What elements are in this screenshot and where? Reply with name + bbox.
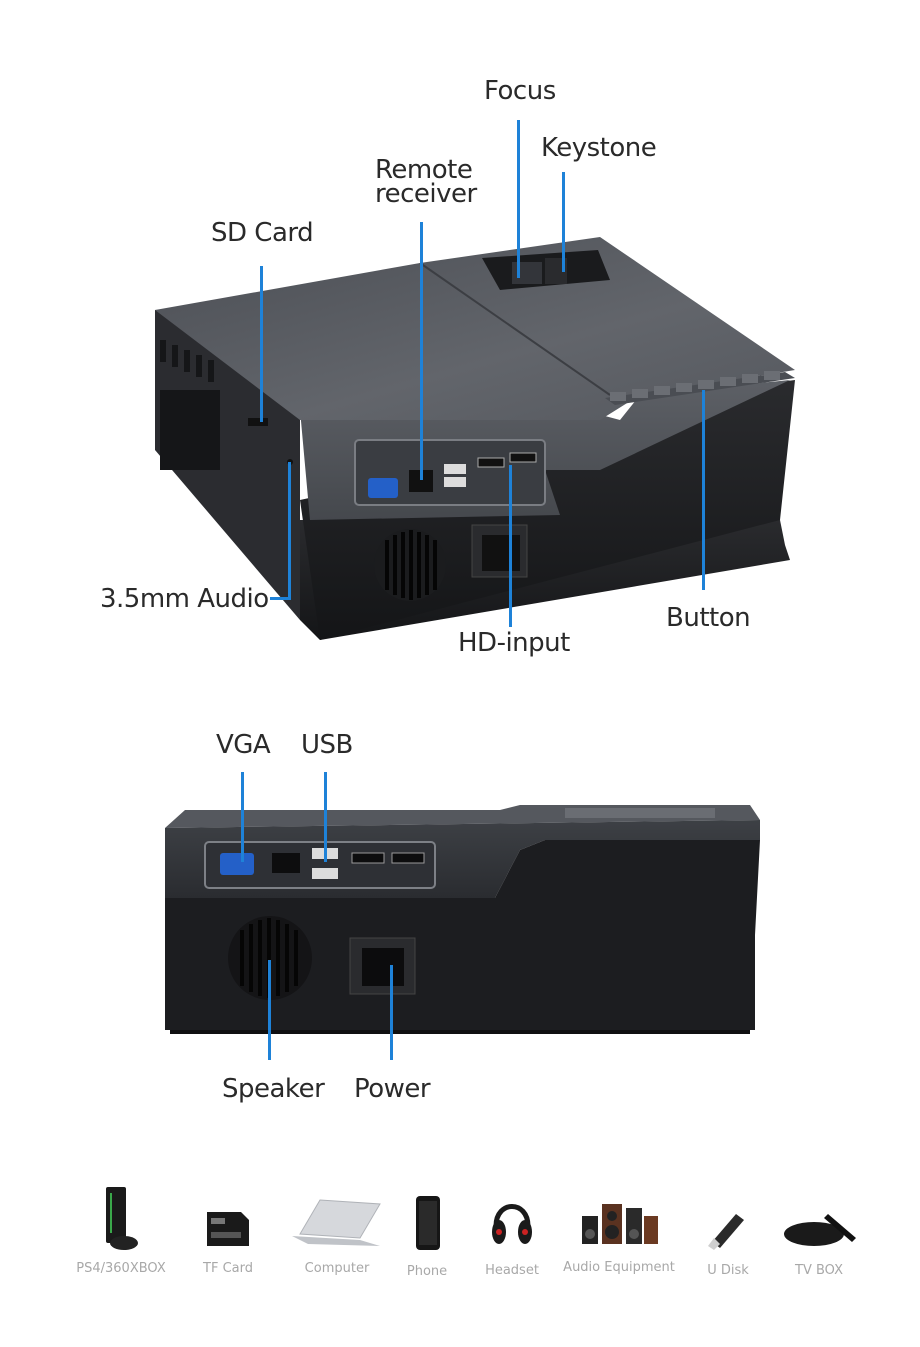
projector-top-illustration [155, 237, 795, 640]
device-label-computer: Computer [304, 1261, 370, 1276]
label-usb: USB [301, 730, 353, 760]
callout-line-usb [324, 772, 327, 862]
callout-line-audio-v [288, 462, 291, 600]
callout-line-sd-card [260, 266, 263, 422]
callout-line-keystone [562, 172, 565, 272]
device-label-headset: Headset [485, 1263, 539, 1278]
projector-rear-illustration [165, 805, 760, 1034]
label-sd-card: SD Card [211, 218, 314, 248]
device-label-audio-equipment: Audio Equipment [563, 1260, 675, 1275]
callout-line-remote-receiver [420, 222, 423, 480]
callout-line-speaker [268, 960, 271, 1060]
tv-box-icon [784, 1214, 856, 1246]
device-label-u-disk: U Disk [707, 1263, 749, 1278]
label-remote-receiver-line2: receiver [375, 179, 477, 209]
device-label-phone: Phone [406, 1264, 448, 1279]
usb-drive-icon [708, 1214, 744, 1250]
callout-line-vga [241, 772, 244, 862]
headset-icon [492, 1204, 532, 1244]
callout-line-button [702, 390, 705, 590]
game-console-icon [106, 1187, 138, 1250]
label-speaker: Speaker [222, 1074, 325, 1104]
label-focus: Focus [484, 76, 556, 106]
device-label-tv-box: TV BOX [795, 1263, 843, 1278]
tf-card-icon [207, 1212, 249, 1246]
callout-line-power [390, 965, 393, 1060]
callout-line-focus [517, 120, 520, 278]
callout-line-hd-input [509, 465, 512, 627]
label-vga: VGA [216, 730, 271, 760]
label-remote-receiver-line1: Remote [375, 155, 473, 185]
label-button: Button [666, 603, 751, 633]
label-hd-input: HD-input [458, 628, 570, 658]
callout-line-audio-h [270, 597, 291, 600]
label-audio: 3.5mm Audio [100, 584, 269, 614]
label-power: Power [354, 1074, 431, 1104]
device-label-console: PS4/360XBOX [76, 1261, 166, 1276]
phone-icon [416, 1196, 440, 1250]
label-keystone: Keystone [541, 133, 657, 163]
device-label-tf-card: TF Card [203, 1261, 253, 1276]
laptop-icon [292, 1199, 381, 1246]
speakers-icon [582, 1204, 658, 1244]
